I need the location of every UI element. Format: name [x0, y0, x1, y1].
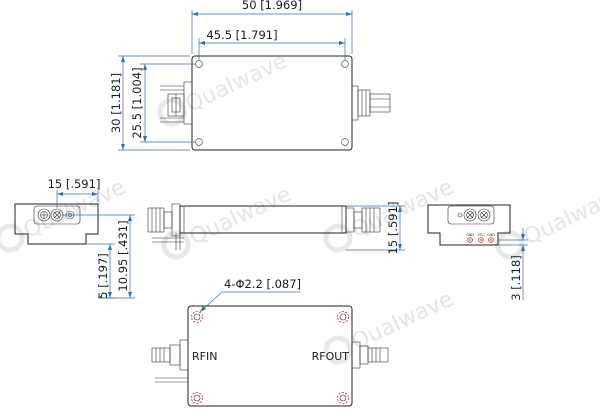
side-view-output-connector: [345, 207, 381, 233]
svg-text:Qualwave: Qualwave: [348, 287, 457, 356]
top-view-output-connector: [351, 85, 391, 121]
watermark-far-right: Qualwave: [495, 182, 600, 260]
svg-text:Qualwave: Qualwave: [348, 175, 457, 244]
svg-text:30 [1.181]: 30 [1.181]: [109, 73, 123, 133]
bottom-view: RFIN RFOUT 4-Φ2.2 [.087]: [151, 277, 389, 407]
top-view-input-connector: [160, 81, 193, 125]
top-view: 50 [1.969] 45.5 [1.791] 30 [1.181]: [109, 0, 391, 151]
watermark-middle: Qualwave: [161, 182, 295, 260]
hole-callout: 4-Φ2.2 [.087]: [199, 277, 301, 313]
svg-text:5 [.197]: 5 [.197]: [96, 253, 110, 299]
mounting-hole-br: [337, 392, 349, 404]
dim-connector-height: 10.95 [.431]: [62, 214, 135, 299]
svg-text:Qualwave: Qualwave: [520, 182, 600, 251]
svg-text:3 [.118]: 3 [.118]: [509, 255, 523, 301]
pin-label-gnd-1: GND: [466, 233, 474, 237]
bottom-view-output-connector: [351, 341, 389, 369]
pin-label-vcc: VCC: [478, 233, 485, 237]
mounting-hole-tl: [191, 311, 203, 323]
pin-label-gnd-2: GND: [487, 233, 495, 237]
left-end-view: 15 [.591] 10.95 [.431] 5 [.197]: [14, 177, 135, 299]
dim-hole-spacing-x: 45.5 [1.791]: [198, 28, 346, 60]
right-end-view: GND VCC GND 3 [.118]: [427, 204, 528, 301]
bottom-view-input-connector: [151, 339, 189, 383]
svg-text:50 [1.969]: 50 [1.969]: [242, 0, 302, 12]
dim-end-width: 15 [.591]: [48, 177, 101, 208]
svg-text:45.5 [1.791]: 45.5 [1.791]: [206, 28, 277, 42]
dim-base-offset: 5 [.197]: [86, 243, 115, 299]
svg-text:15 [.591]: 15 [.591]: [48, 177, 101, 191]
svg-text:4-Φ2.2 [.087]: 4-Φ2.2 [.087]: [224, 277, 301, 291]
label-rfin: RFIN: [192, 350, 217, 363]
svg-text:10.95 [.431]: 10.95 [.431]: [116, 220, 130, 291]
pin-row: GND VCC GND: [466, 233, 495, 243]
mounting-hole-bl: [191, 392, 203, 404]
watermark-top: Qualwave: [157, 49, 291, 127]
label-rfout: RFOUT: [312, 350, 350, 363]
dim-total-height: 30 [1.181]: [109, 55, 190, 151]
dim-total-length: 50 [1.969]: [191, 0, 353, 54]
mounting-hole-tr: [337, 311, 349, 323]
svg-text:15 [.591]: 15 [.591]: [386, 202, 400, 255]
dim-hole-spacing-y: 25.5 [1.004]: [130, 63, 196, 143]
dim-side-height: 15 [.591]: [346, 202, 405, 255]
svg-text:Qualwave: Qualwave: [182, 49, 291, 118]
svg-text:Qualwave: Qualwave: [186, 182, 295, 251]
dim-pin-offset: 3 [.118]: [498, 228, 528, 301]
svg-text:25.5 [1.004]: 25.5 [1.004]: [130, 67, 144, 138]
side-view-input-connector: [147, 203, 184, 250]
side-view: 15 [.591]: [147, 202, 405, 255]
